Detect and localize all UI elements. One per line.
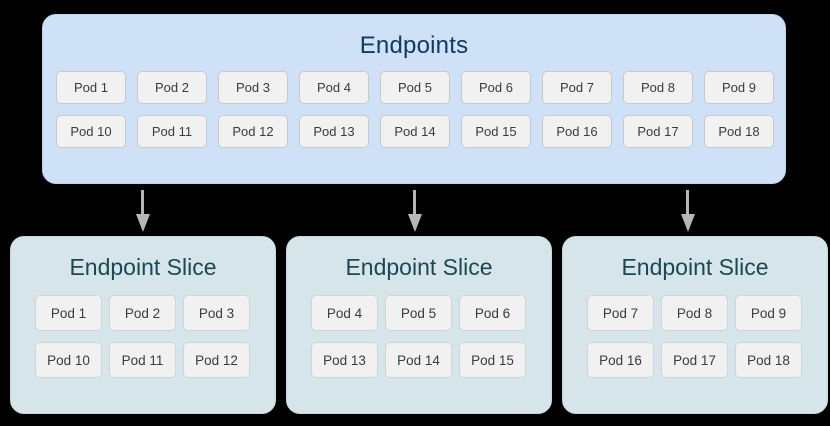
endpoint-slice-container: Endpoint Slice Pod 4 Pod 5 Pod 6 Pod 13 …	[286, 236, 552, 414]
arrow-shaft	[413, 190, 416, 215]
pod-chip[interactable]: Pod 1	[56, 71, 126, 104]
arrow-shaft	[686, 190, 689, 215]
arrow-down-icon	[407, 190, 423, 232]
pod-chip[interactable]: Pod 8	[623, 71, 693, 104]
pod-chip[interactable]: Pod 2	[109, 295, 176, 331]
arrow-down-icon	[680, 190, 696, 232]
endpoints-title: Endpoints	[359, 32, 469, 59]
arrow-head	[136, 214, 150, 232]
pod-chip[interactable]: Pod 2	[137, 71, 207, 104]
endpoints-container: Endpoints Pod 1 Pod 2 Pod 3 Pod 4 Pod 5 …	[42, 14, 786, 184]
pod-chip[interactable]: Pod 6	[459, 295, 526, 331]
pod-chip[interactable]: Pod 18	[704, 115, 774, 148]
pod-chip[interactable]: Pod 10	[56, 115, 126, 148]
arrow-head	[681, 214, 695, 232]
pod-chip[interactable]: Pod 13	[311, 342, 378, 378]
pod-chip[interactable]: Pod 7	[542, 71, 612, 104]
pod-chip[interactable]: Pod 16	[542, 115, 612, 148]
pod-chip[interactable]: Pod 17	[661, 342, 728, 378]
pod-chip[interactable]: Pod 14	[385, 342, 452, 378]
endpoints-pod-grid: Pod 1 Pod 2 Pod 3 Pod 4 Pod 5 Pod 6 Pod …	[56, 71, 774, 148]
pod-chip[interactable]: Pod 11	[109, 342, 176, 378]
pod-chip[interactable]: Pod 12	[218, 115, 288, 148]
pod-chip[interactable]: Pod 9	[735, 295, 802, 331]
pod-chip[interactable]: Pod 15	[461, 115, 531, 148]
endpoint-slice-pod-grid: Pod 7 Pod 8 Pod 9 Pod 16 Pod 17 Pod 18	[587, 295, 803, 378]
endpoint-slice-pod-row-1: Pod 4 Pod 5 Pod 6	[311, 295, 527, 331]
endpoint-slice-pod-grid: Pod 1 Pod 2 Pod 3 Pod 10 Pod 11 Pod 12	[35, 295, 251, 378]
endpoint-slice-pod-row-2: Pod 16 Pod 17 Pod 18	[587, 342, 803, 378]
pod-chip[interactable]: Pod 9	[704, 71, 774, 104]
pod-chip[interactable]: Pod 1	[35, 295, 102, 331]
pod-chip[interactable]: Pod 3	[218, 71, 288, 104]
pod-chip[interactable]: Pod 14	[380, 115, 450, 148]
pod-chip[interactable]: Pod 10	[35, 342, 102, 378]
pod-chip[interactable]: Pod 12	[183, 342, 250, 378]
endpoint-slice-title: Endpoint Slice	[69, 254, 217, 280]
endpoints-pod-row-2: Pod 10 Pod 11 Pod 12 Pod 13 Pod 14 Pod 1…	[56, 115, 774, 148]
endpoint-slice-pod-grid: Pod 4 Pod 5 Pod 6 Pod 13 Pod 14 Pod 15	[311, 295, 527, 378]
pod-chip[interactable]: Pod 16	[587, 342, 654, 378]
pod-chip[interactable]: Pod 11	[137, 115, 207, 148]
endpoint-slice-pod-row-1: Pod 1 Pod 2 Pod 3	[35, 295, 251, 331]
endpoint-slice-title: Endpoint Slice	[345, 254, 493, 280]
endpoint-slice-pod-row-2: Pod 13 Pod 14 Pod 15	[311, 342, 527, 378]
pod-chip[interactable]: Pod 6	[461, 71, 531, 104]
endpoint-slice-title: Endpoint Slice	[621, 254, 769, 280]
pod-chip[interactable]: Pod 4	[311, 295, 378, 331]
pod-chip[interactable]: Pod 5	[385, 295, 452, 331]
endpoint-slice-container: Endpoint Slice Pod 1 Pod 2 Pod 3 Pod 10 …	[10, 236, 276, 414]
arrow-shaft	[141, 190, 144, 215]
pod-chip[interactable]: Pod 7	[587, 295, 654, 331]
pod-chip[interactable]: Pod 17	[623, 115, 693, 148]
pod-chip[interactable]: Pod 8	[661, 295, 728, 331]
pod-chip[interactable]: Pod 4	[299, 71, 369, 104]
pod-chip[interactable]: Pod 13	[299, 115, 369, 148]
pod-chip[interactable]: Pod 3	[183, 295, 250, 331]
arrow-head	[408, 214, 422, 232]
endpoint-slice-pod-row-1: Pod 7 Pod 8 Pod 9	[587, 295, 803, 331]
pod-chip[interactable]: Pod 15	[459, 342, 526, 378]
endpoints-pod-row-1: Pod 1 Pod 2 Pod 3 Pod 4 Pod 5 Pod 6 Pod …	[56, 71, 774, 104]
pod-chip[interactable]: Pod 5	[380, 71, 450, 104]
pod-chip[interactable]: Pod 18	[735, 342, 802, 378]
endpoint-slice-container: Endpoint Slice Pod 7 Pod 8 Pod 9 Pod 16 …	[562, 236, 828, 414]
arrow-down-icon	[135, 190, 151, 232]
endpoint-slice-pod-row-2: Pod 10 Pod 11 Pod 12	[35, 342, 251, 378]
